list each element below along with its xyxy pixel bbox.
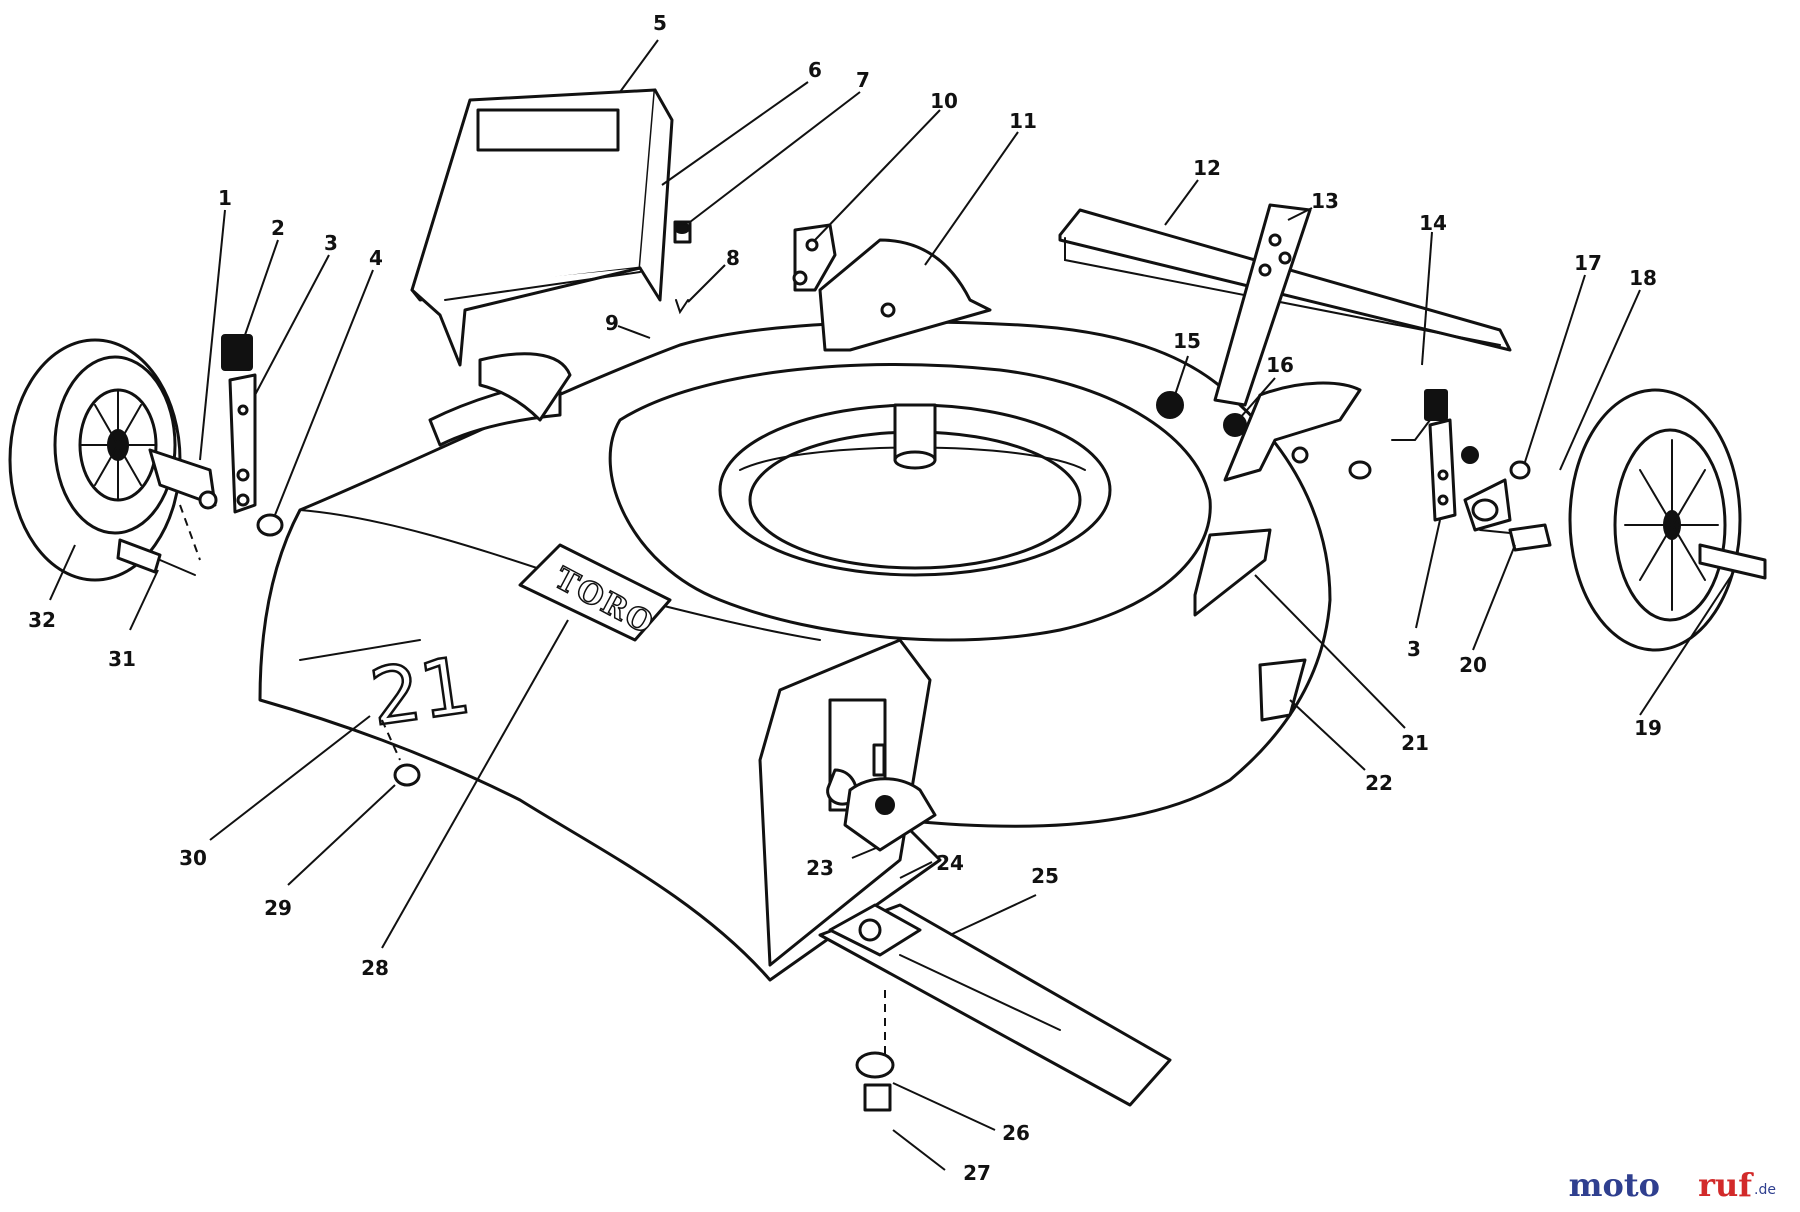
callout-4: 4 xyxy=(369,246,383,270)
callout-31: 31 xyxy=(108,647,136,671)
callout-22: 22 xyxy=(1365,771,1393,795)
callout-21: 21 xyxy=(1401,731,1429,755)
callout-17: 17 xyxy=(1574,251,1602,275)
callout-13: 13 xyxy=(1311,189,1339,213)
callout-14: 14 xyxy=(1419,211,1447,235)
callout-5: 5 xyxy=(653,11,667,35)
callout-6: 6 xyxy=(808,58,822,82)
callout-10: 10 xyxy=(930,89,958,113)
height-lever xyxy=(1156,203,1431,482)
watermark-part2: ruf xyxy=(1698,1166,1754,1204)
callout-12: 12 xyxy=(1193,156,1221,180)
watermark: moto ruf .de xyxy=(1569,1166,1776,1204)
callout-16: 16 xyxy=(1266,353,1294,377)
callout-27: 27 xyxy=(963,1161,991,1185)
watermark-suffix: .de xyxy=(1754,1182,1776,1198)
callout-23: 23 xyxy=(806,856,834,880)
callout-11: 11 xyxy=(1009,109,1037,133)
left-wheel xyxy=(8,338,182,582)
right-axle-bracket xyxy=(1424,389,1552,552)
callout-30: 30 xyxy=(179,846,207,870)
callout-3-right: 3 xyxy=(1407,637,1421,661)
blade-assembly xyxy=(818,743,1172,1112)
left-axle-bracket xyxy=(116,334,284,576)
mower-deck xyxy=(258,320,1332,982)
callout-15: 15 xyxy=(1173,329,1201,353)
grass-shield xyxy=(410,88,674,367)
callout-18: 18 xyxy=(1629,266,1657,290)
callout-20: 20 xyxy=(1459,653,1487,677)
callout-29: 29 xyxy=(264,896,292,920)
callout-1: 1 xyxy=(218,186,232,210)
right-wheel xyxy=(1568,388,1767,652)
callout-19: 19 xyxy=(1634,716,1662,740)
callout-7: 7 xyxy=(856,68,870,92)
small-hardware xyxy=(179,220,692,787)
rear-bracket xyxy=(792,223,992,352)
callout-32: 32 xyxy=(28,608,56,632)
callout-26: 26 xyxy=(1002,1121,1030,1145)
callouts: 1 2 3 4 5 6 7 8 9 10 11 12 13 14 15 16 1 xyxy=(28,11,1736,1185)
deck-size-mark: 21 xyxy=(365,641,476,744)
callout-25: 25 xyxy=(1031,864,1059,888)
callout-28: 28 xyxy=(361,956,389,980)
callout-8: 8 xyxy=(726,246,740,270)
watermark-part1: moto xyxy=(1569,1166,1660,1204)
callout-2: 2 xyxy=(271,216,285,240)
callout-3-left: 3 xyxy=(324,231,338,255)
callout-24: 24 xyxy=(936,851,964,875)
callout-9: 9 xyxy=(605,311,619,335)
